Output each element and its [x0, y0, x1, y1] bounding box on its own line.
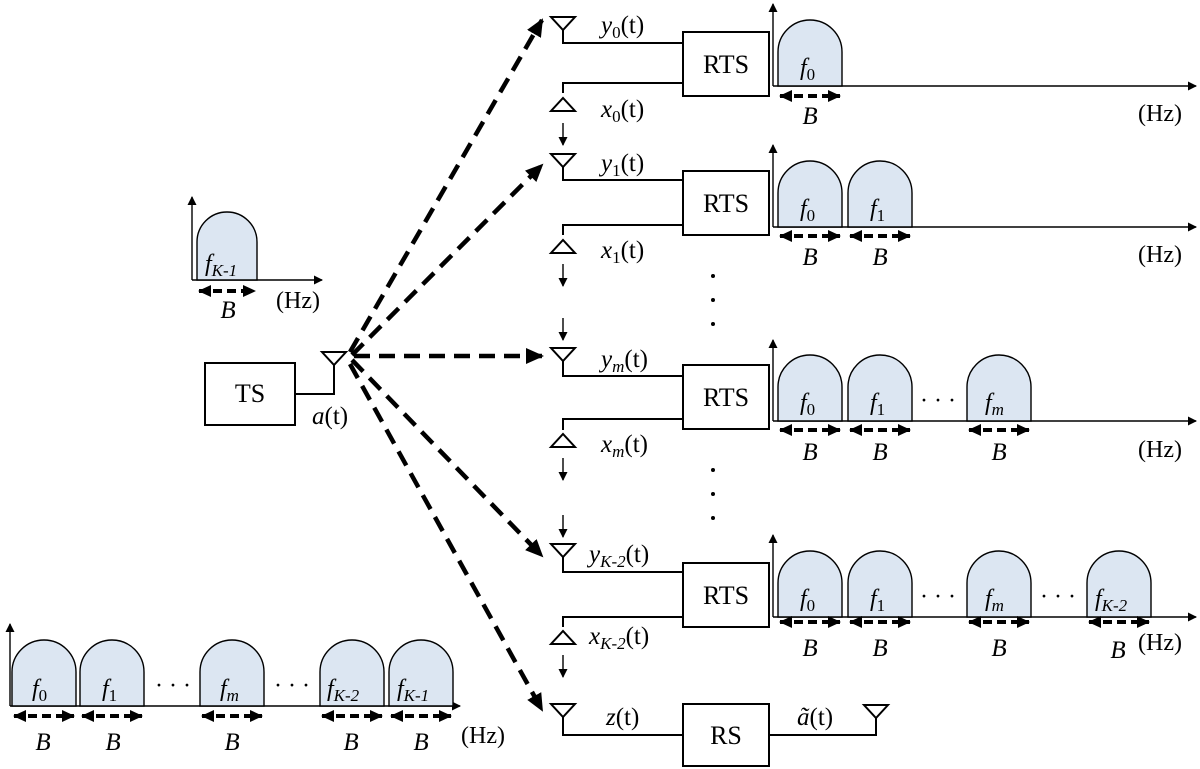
signal-a-label: a(t) [312, 403, 348, 430]
svg-text:f0: f0 [800, 55, 815, 84]
svg-text:RTS: RTS [703, 581, 749, 610]
svg-text:f1: f1 [870, 196, 885, 225]
svg-text:B: B [802, 439, 817, 466]
signal-ym-label: ym(t) [598, 346, 648, 376]
svg-text:B: B [35, 729, 50, 756]
relay-m-spectrum: f0 f1 fm · · · B B B (Hz) [768, 339, 1197, 466]
spectrum-bump-fK1 [196, 211, 258, 281]
svg-text:B: B [802, 103, 817, 130]
link-to-relay-0 [348, 18, 544, 354]
relay-K2: RTS yK-2(t) xK-2(t) [548, 515, 770, 678]
svg-text:B: B [105, 729, 120, 756]
svg-text:f0: f0 [800, 196, 815, 225]
svg-text:fm: fm [985, 586, 1004, 615]
signal-x0-label: x0(t) [600, 96, 644, 126]
svg-text:f1: f1 [870, 586, 885, 615]
svg-text:(Hz): (Hz) [461, 723, 505, 749]
svg-text:(Hz): (Hz) [1138, 437, 1182, 463]
broadcast-links [348, 18, 544, 712]
svg-text:RTS: RTS [703, 189, 749, 218]
svg-text:· · ·: · · · [920, 388, 956, 414]
unit-hz-label: (Hz) [276, 288, 320, 314]
rs-rx-antenna-icon [548, 703, 578, 719]
relay-0: RTS y0(t) x0(t) [548, 12, 770, 146]
svg-text:(Hz): (Hz) [1138, 101, 1182, 127]
ts-antenna-icon [319, 351, 349, 367]
relay-0-spectrum: f0 B (Hz) [768, 3, 1197, 130]
signal-xK2-label: xK-2(t) [588, 623, 649, 653]
svg-text:· · ·: · · · [155, 673, 191, 699]
svg-text:· · ·: · · · [274, 673, 310, 699]
full-spectrum: f0 f1 fm fK-2 fK-1 · · · · · · B B B B B… [5, 623, 505, 756]
signal-y0-label: y0(t) [598, 12, 644, 42]
svg-text:fK-1: fK-1 [397, 676, 429, 705]
svg-text:f1: f1 [102, 676, 117, 705]
svg-text:B: B [991, 635, 1006, 662]
relay-gap-dots-2 [711, 468, 715, 520]
rs-label: RS [710, 721, 742, 750]
link-to-receiver [348, 362, 544, 712]
svg-text:B: B [413, 729, 428, 756]
svg-text:(Hz): (Hz) [1138, 242, 1182, 268]
svg-text:f0: f0 [800, 586, 815, 615]
signal-y1-label: y1(t) [598, 150, 644, 180]
ts-label: TS [235, 379, 265, 408]
svg-text:B: B [872, 244, 887, 271]
svg-text:fm: fm [985, 390, 1004, 419]
relay-m: RTS ym(t) xm(t) [548, 318, 770, 481]
svg-text:B: B [802, 244, 817, 271]
svg-text:RTS: RTS [703, 383, 749, 412]
svg-text:B: B [224, 729, 239, 756]
svg-text:B: B [872, 439, 887, 466]
rs-output-antenna-icon [861, 704, 891, 720]
svg-text:fK-2: fK-2 [1095, 586, 1128, 615]
svg-text:fK-2: fK-2 [327, 676, 360, 705]
signal-z-label: z(t) [605, 704, 639, 731]
ts-antenna-wire [295, 362, 335, 395]
transmit-station-group: TS a(t) [204, 351, 349, 430]
svg-text:(Hz): (Hz) [1138, 630, 1182, 656]
link-to-relay-1 [350, 163, 544, 357]
rs-block [682, 703, 770, 767]
signal-xm-label: xm(t) [600, 431, 648, 461]
svg-text:B: B [343, 729, 358, 756]
svg-text:B: B [872, 635, 887, 662]
svg-text:· · ·: · · · [920, 584, 956, 610]
svg-text:fm: fm [220, 676, 239, 705]
relay-0-rts-block [682, 31, 770, 97]
link-to-relay-K2 [350, 358, 544, 558]
relay-0-tx-antenna-icon [548, 96, 578, 112]
bandwidth-label: B [220, 297, 235, 324]
svg-text:f0: f0 [32, 676, 47, 705]
svg-text:B: B [991, 439, 1006, 466]
svg-text:B: B [1110, 637, 1125, 664]
signal-x1-label: x1(t) [600, 237, 644, 267]
svg-text:· · ·: · · · [1040, 584, 1076, 610]
relay-0-rts-label: RTS [703, 50, 749, 79]
relay-gap-dots-1 [711, 274, 715, 326]
relay-0-rx-antenna-icon [548, 16, 578, 32]
ts-spectrum: fK-1 B (Hz) [187, 196, 323, 324]
signal-a-tilde-label: ã(t) [797, 704, 833, 731]
ts-block [204, 362, 296, 426]
relay-1-spectrum: f0 f1 B B (Hz) [768, 144, 1197, 271]
relay-K2-spectrum: f0 f1 fm fK-2 · · · · · · B B B B (Hz) [768, 534, 1197, 664]
receive-station: RS z(t) ã(t) [548, 703, 891, 767]
freq-label-fK1: fK-1 [205, 251, 237, 280]
svg-text:B: B [802, 635, 817, 662]
svg-text:f0: f0 [800, 390, 815, 419]
svg-text:f1: f1 [870, 390, 885, 419]
relay-1: RTS y1(t) x1(t) [548, 150, 770, 287]
signal-yK2-label: yK-2(t) [586, 541, 649, 571]
